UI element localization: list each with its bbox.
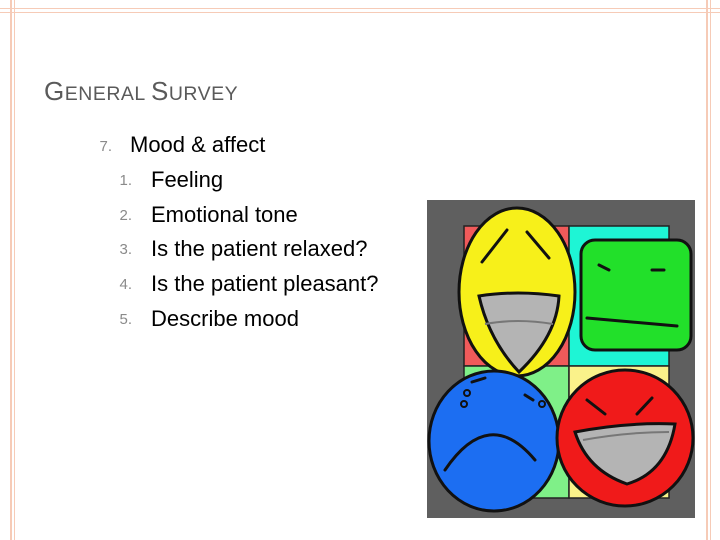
happy-yellow-face (457, 206, 577, 378)
neutral-green-face (579, 238, 693, 352)
subitem-number: 1. (119, 172, 132, 189)
laughing-red-face (555, 368, 695, 508)
main-item-text: Mood & affect (130, 132, 266, 157)
frame-left-line-inner (14, 0, 15, 540)
subitem-number: 3. (119, 241, 132, 258)
frame-left-line (10, 0, 12, 540)
title-initial-2: S (150, 76, 169, 106)
subitem-text: Is the patient relaxed? (151, 236, 368, 261)
title-rest-1: ENERAL (64, 83, 151, 105)
subitem-text: Is the patient pleasant? (151, 271, 379, 296)
subitem-text: Emotional tone (151, 202, 298, 227)
subitem-text: Feeling (151, 167, 224, 192)
subitem-number: 5. (119, 311, 132, 328)
frame-top-line-inner (0, 12, 720, 13)
sad-blue-face (427, 369, 561, 513)
main-item-number: 7. (99, 138, 112, 155)
subitem-number: 4. (119, 276, 132, 293)
title-initial-1: G (44, 76, 65, 106)
title-rest-2: URVEY (168, 83, 239, 105)
four-mood-faces-illustration (427, 200, 695, 518)
slide-title: GENERAL SURVEY (44, 76, 238, 107)
frame-right-line-inner (710, 0, 711, 540)
subitem-number: 2. (119, 207, 132, 224)
subitem-text: Describe mood (151, 306, 299, 331)
frame-top-line (0, 8, 720, 9)
frame-right-line (706, 0, 708, 540)
